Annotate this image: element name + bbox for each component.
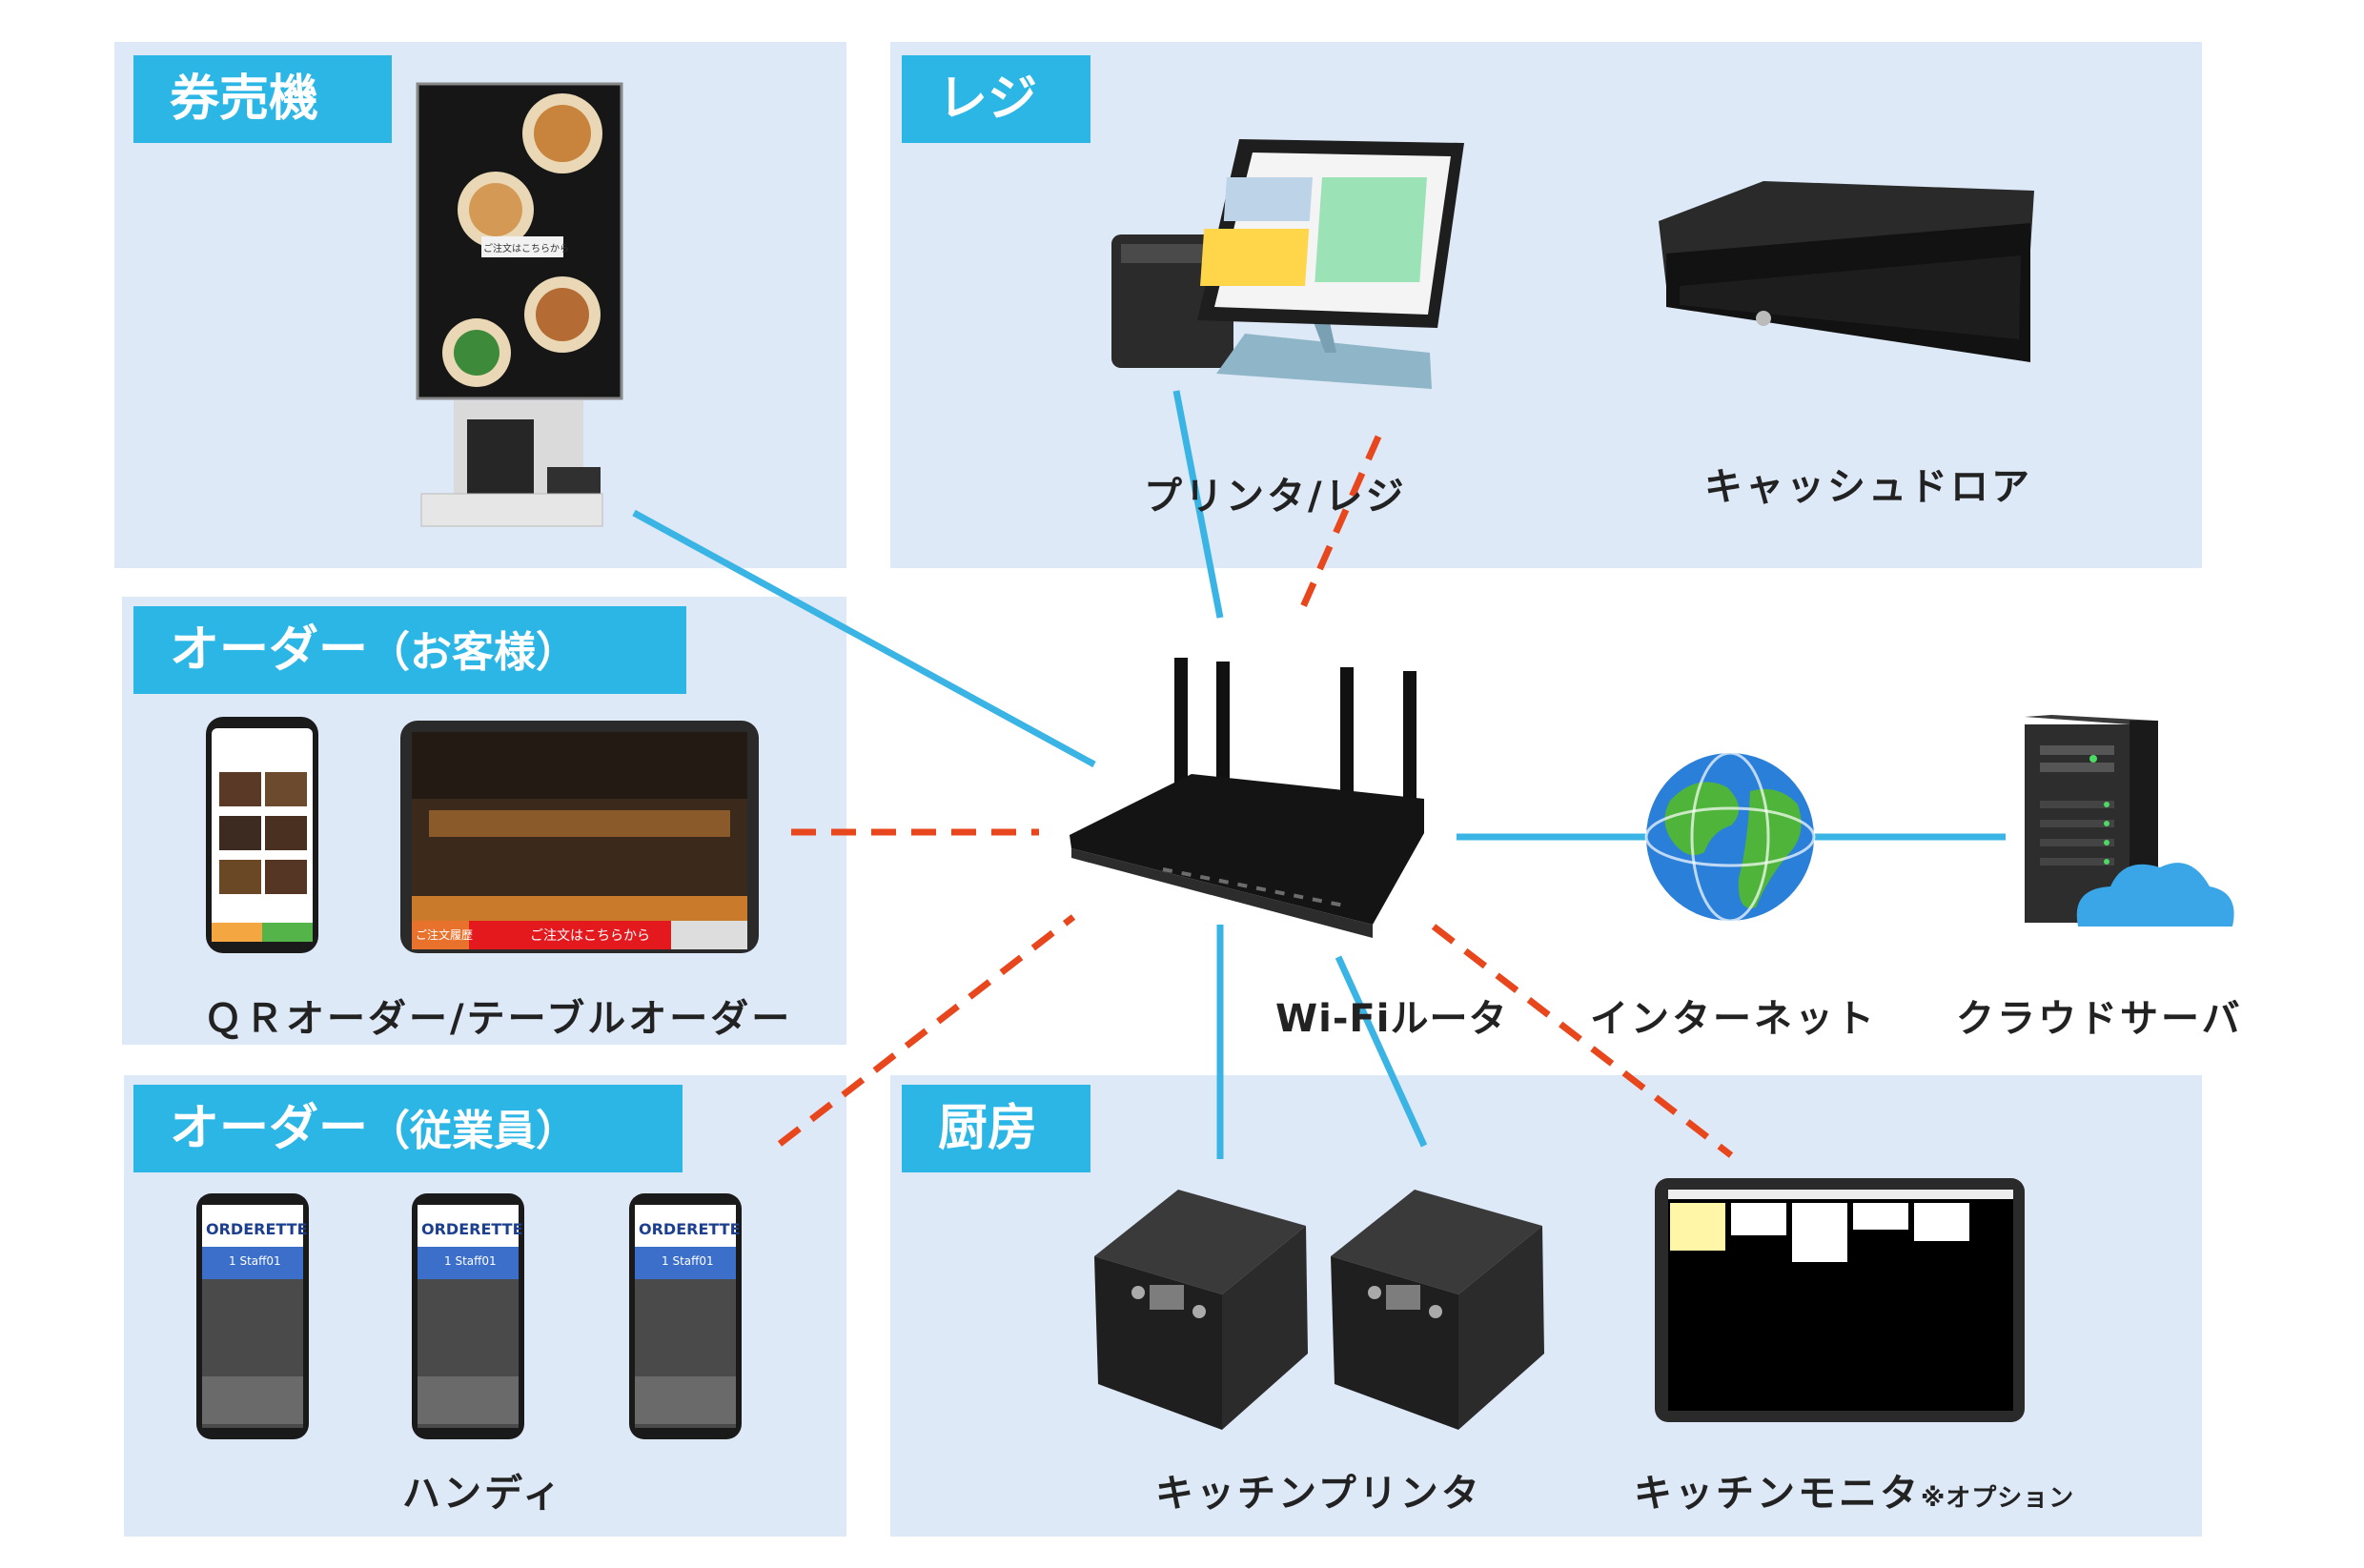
order-customer-suffix: （お客様） xyxy=(368,628,579,677)
wireless-links xyxy=(777,435,1734,1158)
label-printer-register: プリンタ/レジ xyxy=(1144,475,1407,519)
kitchen-monitor-text: キッチンモニタ xyxy=(1634,1472,1921,1516)
wifi-router-device xyxy=(1070,658,1424,938)
kiosk-screen-button-text: ご注文はこちらから xyxy=(483,244,569,255)
link-register-router xyxy=(1172,390,1224,619)
order-staff-suffix: （従業員） xyxy=(368,1107,579,1155)
kitchen-printer-device-1 xyxy=(1094,1190,1308,1430)
link-router-kitchen-printer2 xyxy=(1335,955,1428,1148)
section-title-order-staff: オーダー（従業員） xyxy=(133,1085,683,1172)
ticket-machine-device xyxy=(416,82,623,527)
link-register-wireless xyxy=(1294,435,1382,620)
order-staff-title: オーダー xyxy=(170,1100,369,1157)
ticket-title: 券売機 xyxy=(170,71,319,128)
label-cloud-server: クラウドサーバ xyxy=(1956,997,2243,1041)
kitchen-title: 厨房 xyxy=(938,1100,1038,1157)
handy-devices xyxy=(196,1193,742,1439)
register-device xyxy=(1111,139,1464,389)
tablet-history-text: ご注文履歴 xyxy=(416,928,474,942)
label-kitchen-printer: キッチンプリンタ xyxy=(1155,1472,1482,1516)
cloud-server-icon xyxy=(2025,715,2234,927)
kitchen-monitor-device xyxy=(1655,1178,2025,1422)
cash-drawer-device xyxy=(1659,181,2034,362)
handy-logo-1: ORDERETTE xyxy=(206,1220,308,1238)
label-kitchen-monitor: キッチンモニタ※オプション xyxy=(1634,1462,2074,1517)
wired-links xyxy=(632,390,2006,1159)
order-customer-title: オーダー xyxy=(170,621,369,679)
kitchen-printer-device-2 xyxy=(1331,1190,1544,1430)
register-title: レジ xyxy=(938,71,1038,128)
handy-logo-3: ORDERETTE xyxy=(639,1220,741,1238)
label-qr-table-order: ＱＲオーダー/テーブルオーダー xyxy=(204,997,793,1041)
handy-user-2: 1 Staff01 xyxy=(444,1254,497,1268)
label-cash-drawer: キャッシュドロア xyxy=(1704,465,2032,509)
handy-device-3 xyxy=(629,1193,742,1439)
handy-device-1 xyxy=(196,1193,309,1439)
section-title-ticket-machine: 券売機 xyxy=(133,55,392,143)
section-title-register: レジ xyxy=(902,55,1090,143)
label-handy: ハンディ xyxy=(402,1472,564,1516)
section-title-order-customer: オーダー（お客様） xyxy=(133,606,686,694)
kitchen-monitor-note: ※オプション xyxy=(1921,1484,2075,1513)
handy-user-3: 1 Staff01 xyxy=(662,1254,714,1268)
label-wifi-router: Wi-Fiルータ xyxy=(1275,997,1508,1041)
internet-globe-icon xyxy=(1644,751,1816,923)
handy-device-2 xyxy=(412,1193,524,1439)
tablet-order-text: ご注文はこちらから xyxy=(530,928,650,944)
link-router-kitchen-monitor xyxy=(1431,924,1734,1158)
table-tablet-device xyxy=(400,721,759,953)
label-internet: インターネット xyxy=(1590,997,1877,1041)
link-handy-router xyxy=(777,914,1076,1147)
handy-logo-2: ORDERETTE xyxy=(421,1220,523,1238)
qr-smartphone-device xyxy=(206,717,318,953)
link-kiosk-router xyxy=(632,509,1096,768)
section-title-kitchen: 厨房 xyxy=(902,1085,1090,1172)
handy-user-1: 1 Staff01 xyxy=(229,1254,281,1268)
